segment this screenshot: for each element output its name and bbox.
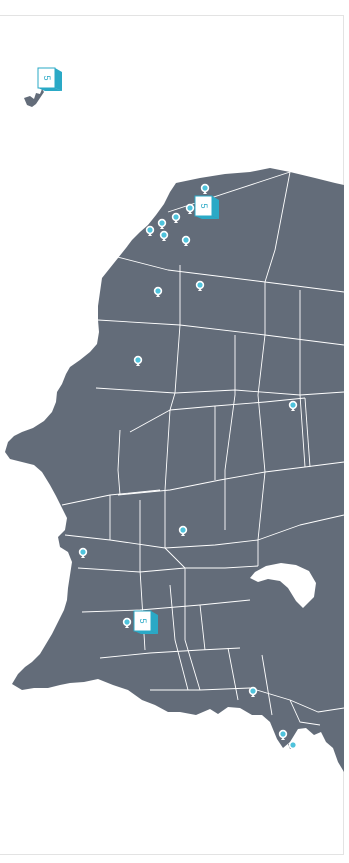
map-pin-icon[interactable]	[133, 355, 143, 366]
map-pin-icon[interactable]	[200, 183, 210, 194]
cluster-badge-alaska[interactable]: 5	[37, 67, 62, 91]
state-borders	[61, 171, 345, 726]
contiguous-us-shape[interactable]	[5, 168, 344, 772]
map-pin-icon[interactable]	[288, 400, 298, 411]
cluster-badge-pacific-northwest[interactable]: 5	[194, 195, 219, 219]
map-pin-icon[interactable]	[153, 286, 163, 297]
map-pin-icon[interactable]	[278, 729, 288, 740]
map-pin-icon[interactable]	[122, 617, 132, 628]
map-pin-icon[interactable]	[181, 235, 191, 246]
map-pin-icon[interactable]	[248, 686, 258, 697]
map-pin-icon[interactable]	[195, 280, 205, 291]
map-pin-icon[interactable]	[145, 225, 155, 236]
alaska-shape[interactable]	[24, 89, 44, 107]
map-pin-icon[interactable]	[171, 212, 181, 223]
cluster-count: 5	[138, 618, 148, 623]
map-pin-icon[interactable]	[157, 218, 167, 229]
cluster-badge-texas-oklahoma[interactable]: 5	[133, 610, 158, 634]
map-pin-icon[interactable]	[78, 547, 88, 558]
location-markers[interactable]	[78, 183, 298, 751]
lake-michigan-shape	[250, 563, 316, 608]
map-pin-icon[interactable]	[288, 740, 298, 751]
map-pin-icon[interactable]	[185, 203, 195, 214]
map-pin-icon[interactable]	[178, 525, 188, 536]
map-pin-icon[interactable]	[159, 230, 169, 241]
cluster-count: 5	[199, 203, 209, 208]
cluster-count: 5	[42, 75, 52, 80]
